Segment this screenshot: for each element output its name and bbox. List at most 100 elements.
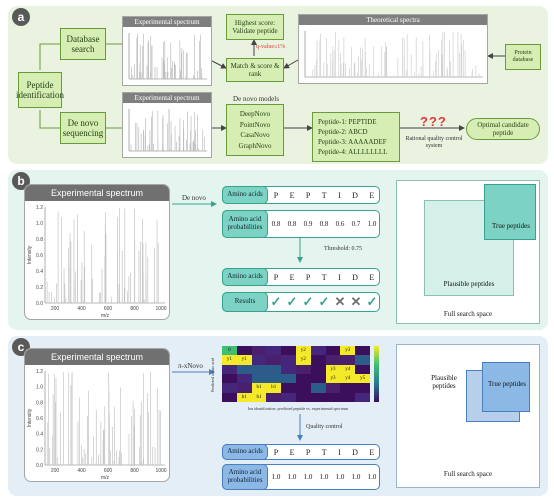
de-novo-sequencing-box: De novo sequencing: [60, 112, 106, 144]
heatmap-ylabel: Predicted amino acid: [210, 358, 215, 392]
optimal-candidate-box: Optimal candidate peptide: [466, 118, 540, 140]
panel-b-result-2: ✓: [302, 294, 314, 309]
panel-b-amino-acid-1: E: [289, 190, 295, 200]
panel-b-amino-acid-2: P: [305, 190, 311, 200]
panel-c-true-peptides-region: [482, 362, 530, 412]
heatmap-cell: [325, 346, 341, 356]
heatmap-cell: [266, 374, 282, 384]
heatmap-cell: [340, 355, 356, 365]
panel-b-probability-6: 1.0: [367, 220, 377, 228]
heatmap-cell: [251, 355, 267, 365]
spectrum-x-tick: 400: [77, 468, 86, 474]
panel-c-plausible-peptides-label: Plausible peptides: [431, 374, 457, 391]
panel-c-amino-acid-1: E: [289, 447, 295, 457]
panel-c-probability-2: 1.0: [303, 473, 313, 481]
heatmap-cell: [281, 346, 296, 356]
heatmap-cell: [222, 364, 237, 374]
heatmap-cell: [296, 383, 311, 393]
heatmap-cell: y2: [296, 355, 311, 365]
spectrum-y-tick: 0.4: [36, 432, 43, 438]
heatmap-cell: y3: [340, 346, 356, 356]
heatmap-cell: [222, 392, 237, 402]
panel-c-probability-3: 1.0: [319, 473, 329, 481]
panel-b-probability-5: 0.7: [351, 220, 361, 228]
heatmap-cell: [310, 346, 326, 356]
heatmap-cell: 0: [222, 346, 237, 356]
threshold-label: Threshold: 0.75: [324, 246, 362, 252]
heatmap-cell: [325, 383, 341, 393]
heatmap-cell: [310, 355, 326, 365]
heatmap-cell: [236, 383, 252, 393]
panel-b-amino-acid-2-5: D: [352, 272, 358, 282]
experimental-spectrum-1: Experimental spectrum: [122, 16, 212, 86]
heatmap-cell: y4: [340, 374, 356, 384]
panel-b-result-4: ✕: [334, 294, 346, 309]
panel-b-amino-acid-2-2: P: [305, 272, 311, 282]
panel-b-result-3: ✓: [318, 294, 330, 309]
spectrum-x-tick: 800: [130, 468, 139, 474]
panel-b-spectrum-title: Experimental spectrum: [25, 185, 169, 201]
panel-b-plausible-peptides-label: Plausible peptides: [443, 280, 495, 288]
spectrum-x-tick: 800: [130, 306, 139, 312]
spectrum-x-tick: 1000: [155, 306, 166, 312]
spectrum-2-plot: [128, 109, 207, 152]
peptide-candidate-1: Peptide-1: PEPTIDE: [318, 117, 377, 126]
heatmap-cell: [296, 392, 311, 402]
protein-database-box: Protein database: [505, 44, 541, 70]
heatmap-cell: y5: [355, 374, 370, 384]
match-score-rank-box: Match & score & rank: [226, 58, 284, 82]
panel-b-amino-acid-2-0: P: [273, 272, 279, 282]
heatmap-xlabel: Ion identification: predicted peptide vs…: [247, 406, 349, 411]
heatmap-cell: [266, 346, 282, 356]
heatmap-cell: y2: [296, 346, 311, 356]
heatmap-cell: b1: [266, 383, 282, 393]
rational-qc-label: Rational quality control system: [405, 136, 463, 149]
panel-c-full-search-space-label: Full search space: [443, 470, 493, 478]
heatmap-cell: [340, 383, 356, 393]
heatmap-cell: y1: [236, 355, 252, 365]
spectrum-1-plot: [128, 33, 207, 80]
spectrum-y-tick: 0.4: [36, 269, 43, 275]
panel-b-amino-acid-2-3: T: [321, 272, 327, 282]
theoretical-spectra-plot: [304, 31, 483, 78]
panel-b-true-peptides-label: True peptides: [491, 222, 531, 230]
panel-b-probabilities-label: Amino acid probabilities: [222, 210, 268, 238]
de-novo-models-title: De novo models: [233, 95, 279, 103]
heatmap-cell: [281, 364, 296, 374]
panel-b-amino-acid-0: P: [273, 190, 279, 200]
heatmap-cell: [251, 364, 267, 374]
panel-c-probability-0: 1.0: [271, 473, 281, 481]
heatmap-cell: [355, 346, 370, 356]
heatmap-cell: [296, 374, 311, 384]
heatmap-cell: [251, 374, 267, 384]
panel-b-result-1: ✓: [286, 294, 298, 309]
heatmap-cell: [310, 364, 326, 374]
spectrum-ylabel: Intensity: [27, 245, 33, 264]
heatmap-cell: [236, 364, 252, 374]
heatmap-cell: [340, 392, 356, 402]
panel-b-amino-acid-2-6: E: [369, 272, 375, 282]
heatmap-cell: [310, 374, 326, 384]
panel-b-amino-acid-2-4: I: [338, 272, 341, 282]
de-novo-models-box: DeepNovo PointNovo CasaNovo GraphNovo: [226, 104, 284, 156]
spectrum-x-tick: 600: [104, 468, 113, 474]
spectrum-y-tick: 0.6: [36, 416, 43, 422]
spectrum-y-tick: 0.0: [36, 463, 43, 469]
spectrum-y-tick: 0.2: [36, 285, 43, 291]
panel-a-badge: a: [12, 8, 30, 26]
spectrum-x-tick: 400: [77, 306, 86, 312]
spectrum-x-tick: 1000: [155, 468, 166, 474]
spectrum-y-tick: 1.0: [36, 221, 43, 227]
heatmap-cell: [251, 346, 267, 356]
heatmap-cell: [310, 383, 326, 393]
